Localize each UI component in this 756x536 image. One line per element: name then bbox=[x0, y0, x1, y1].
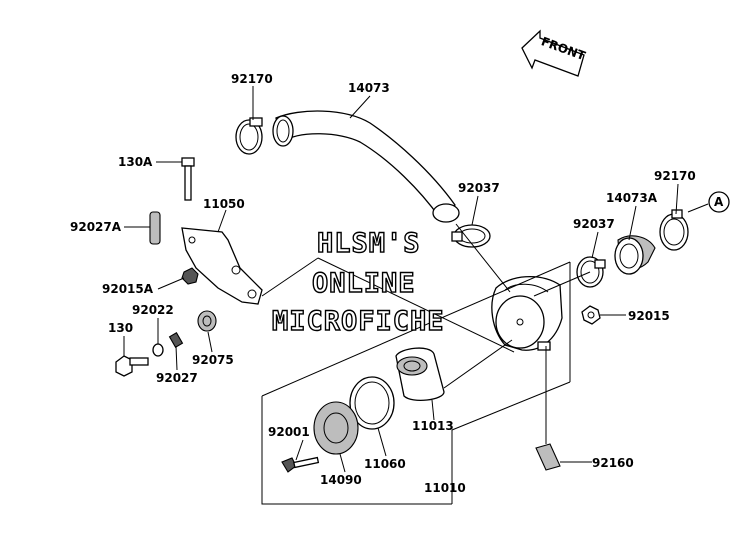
air-cleaner-housing[interactable] bbox=[491, 275, 563, 351]
nut-92015[interactable] bbox=[581, 305, 601, 325]
hose-clamp-92037-mid[interactable] bbox=[451, 224, 491, 248]
cover-14090[interactable] bbox=[313, 401, 359, 455]
wing-bolt-92001[interactable] bbox=[281, 456, 320, 473]
bolt-130a[interactable] bbox=[181, 157, 195, 201]
assembly-outline-11010 bbox=[261, 261, 571, 505]
nut-92015a[interactable] bbox=[181, 267, 199, 285]
collar-92027a[interactable] bbox=[149, 211, 161, 245]
callout-a[interactable]: A bbox=[708, 191, 730, 213]
part-label-92160[interactable]: 92160 bbox=[592, 456, 634, 470]
washer-92022[interactable] bbox=[152, 343, 164, 357]
part-label-14073a[interactable]: 14073A bbox=[606, 191, 658, 205]
gasket-11060[interactable] bbox=[349, 376, 395, 430]
elbow-hose-14073a[interactable] bbox=[614, 235, 656, 275]
grommet-92075[interactable] bbox=[197, 310, 217, 332]
callout-a-label: A bbox=[714, 195, 724, 209]
label-92160[interactable] bbox=[535, 443, 561, 471]
leader-lines bbox=[123, 86, 709, 473]
part-label-92015[interactable]: 92015 bbox=[628, 309, 670, 323]
part-label-14090[interactable]: 14090 bbox=[320, 473, 362, 487]
bolt-130[interactable] bbox=[115, 355, 149, 377]
part-label-92022[interactable]: 92022 bbox=[132, 303, 174, 317]
filter-element-11013[interactable] bbox=[395, 347, 445, 402]
hose-clamp-92037-right[interactable] bbox=[576, 256, 606, 288]
part-label-92037-right[interactable]: 92037 bbox=[573, 217, 615, 231]
part-label-130a[interactable]: 130A bbox=[118, 155, 153, 169]
part-label-92170-right[interactable]: 92170 bbox=[654, 169, 696, 183]
part-label-130[interactable]: 130 bbox=[108, 321, 133, 335]
watermark: HLSM'S ONLINE MICROFICHE bbox=[271, 227, 445, 337]
part-label-14073[interactable]: 14073 bbox=[348, 81, 390, 95]
part-label-92037-mid[interactable]: 92037 bbox=[458, 181, 500, 195]
part-label-11050[interactable]: 11050 bbox=[203, 197, 245, 211]
part-labels: 92170 14073 130A 11050 92027A 92015A 920… bbox=[70, 72, 696, 495]
part-label-92170-top[interactable]: 92170 bbox=[231, 72, 273, 86]
part-label-11010[interactable]: 11010 bbox=[424, 481, 466, 495]
part-label-11013[interactable]: 11013 bbox=[412, 419, 454, 433]
bracket-11050[interactable] bbox=[181, 227, 263, 305]
hose-clamp-92170-right[interactable] bbox=[659, 209, 689, 251]
collar-92027[interactable] bbox=[168, 332, 184, 348]
part-label-92001[interactable]: 92001 bbox=[268, 425, 310, 439]
intake-duct-14073[interactable] bbox=[272, 110, 460, 223]
watermark-line1: HLSM'S bbox=[317, 228, 421, 259]
watermark-line3: MICROFICHE bbox=[272, 306, 445, 337]
part-label-92075[interactable]: 92075 bbox=[192, 353, 234, 367]
part-label-92027[interactable]: 92027 bbox=[156, 371, 198, 385]
part-label-11060[interactable]: 11060 bbox=[364, 457, 406, 471]
part-label-92027a[interactable]: 92027A bbox=[70, 220, 122, 234]
front-arrow: FRONT bbox=[521, 29, 588, 77]
watermark-line2: ONLINE bbox=[312, 268, 416, 299]
part-label-92015a[interactable]: 92015A bbox=[102, 282, 154, 296]
hose-clamp-92170-top[interactable] bbox=[235, 117, 263, 155]
